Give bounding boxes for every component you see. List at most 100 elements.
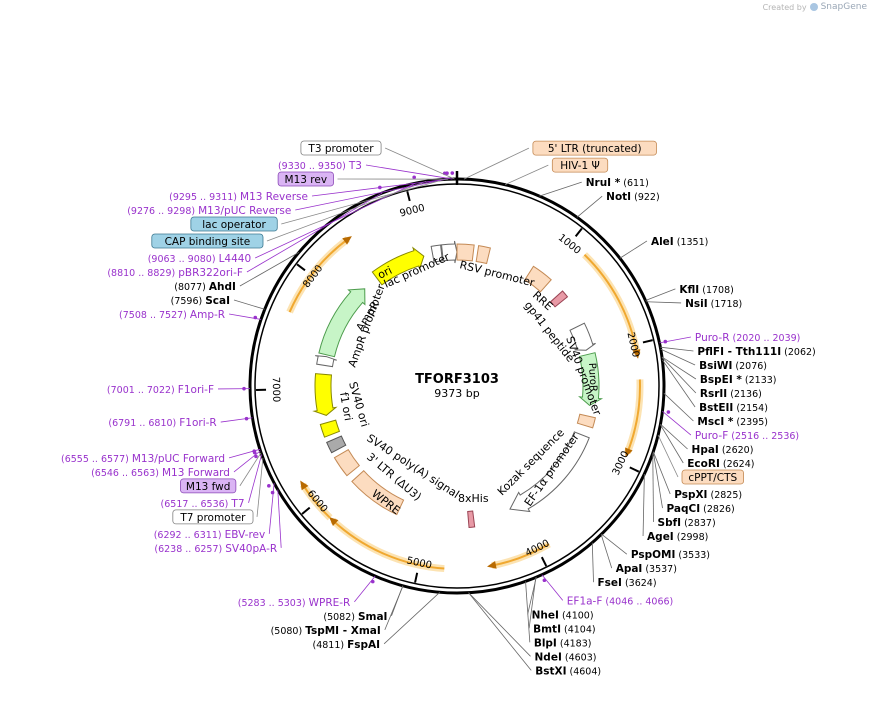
site-pbr322ori-f[interactable]: (8810 .. 8829) pBR322ori-F bbox=[107, 267, 243, 279]
site-hpai[interactable]: HpaI (2620) bbox=[692, 444, 754, 456]
site-tspmi-xmai[interactable]: (5080) TspMI - XmaI bbox=[271, 625, 381, 637]
feature-label-box bbox=[532, 140, 657, 156]
enzyme-label: HpaI (2620) bbox=[692, 444, 754, 456]
site-leader bbox=[266, 180, 427, 242]
feature-label-text: T3 promoter bbox=[307, 143, 374, 155]
site-leader bbox=[591, 542, 594, 583]
site-cppt-cts[interactable]: cPPT/CTS bbox=[681, 469, 744, 485]
site-nsii[interactable]: NsiI (1718) bbox=[685, 298, 742, 310]
site-alei[interactable]: AleI (1351) bbox=[651, 236, 708, 248]
site-pspxi[interactable]: PspXI (2825) bbox=[674, 489, 742, 501]
site-bstxi[interactable]: BstXI (4604) bbox=[535, 665, 601, 677]
enzyme-label: PspXI (2825) bbox=[674, 489, 742, 501]
primer-position: (6517 .. 6536) bbox=[161, 499, 232, 510]
feature-layer bbox=[312, 240, 604, 529]
primer-position: (9295 .. 9311) bbox=[169, 192, 240, 203]
site-f1ori-f[interactable]: (7001 .. 7022) F1ori-F bbox=[107, 384, 214, 396]
tick-label: 9000 bbox=[399, 203, 426, 220]
feature-gp41-peptide bbox=[549, 290, 569, 308]
site-t3[interactable]: (9330 .. 9350) T3 bbox=[278, 160, 362, 172]
site-leader bbox=[383, 591, 441, 645]
enzyme-position: (611) bbox=[620, 178, 649, 189]
site-msci[interactable]: MscI * (2395) bbox=[697, 416, 768, 428]
site-rsrii[interactable]: RsrII (2136) bbox=[700, 388, 762, 400]
enzyme-label: PspOMI (3533) bbox=[631, 549, 710, 561]
site-wpre-r[interactable]: (5283 .. 5303) WPRE-R bbox=[238, 597, 351, 609]
site-nhei[interactable]: NheI (4100) bbox=[532, 609, 594, 621]
tick-mark bbox=[406, 191, 411, 202]
site-blpi[interactable]: BlpI (4183) bbox=[534, 637, 592, 649]
site-pflfi-tth111i[interactable]: PflFI - Tth111I (2062) bbox=[697, 346, 815, 358]
site-leader bbox=[295, 178, 446, 211]
enzyme-position: (4603) bbox=[562, 652, 597, 663]
site-bspei[interactable]: BspEI * (2133) bbox=[700, 374, 777, 386]
site-lac-operator[interactable]: lac operator bbox=[190, 216, 278, 232]
site-pspomi[interactable]: PspOMI (3533) bbox=[631, 549, 710, 561]
tick-label: 7000 bbox=[270, 377, 282, 403]
site-m13-fwd[interactable]: M13 fwd bbox=[180, 478, 237, 494]
tick-mark bbox=[414, 572, 419, 583]
site-leader bbox=[619, 240, 648, 259]
site-bsiwi[interactable]: BsiWI (2076) bbox=[699, 360, 767, 372]
site-leader bbox=[645, 288, 676, 301]
site-ndei[interactable]: NdeI (4603) bbox=[535, 651, 597, 663]
site-paqci[interactable]: PaqCI (2826) bbox=[667, 503, 735, 515]
site-ahdi[interactable]: (8077) AhdI bbox=[174, 281, 236, 293]
site-ecori[interactable]: EcoRI (2624) bbox=[687, 458, 754, 470]
site-cap-binding-site[interactable]: CAP binding site bbox=[151, 233, 264, 249]
site-agei[interactable]: AgeI (2998) bbox=[647, 531, 708, 543]
primer-name: Puro-F bbox=[695, 430, 728, 442]
site-smai[interactable]: (5082) SmaI bbox=[323, 611, 387, 623]
site-leader bbox=[660, 423, 688, 450]
site-apai[interactable]: ApaI (3537) bbox=[616, 563, 677, 575]
feature-label-text: cPPT/CTS bbox=[688, 472, 737, 484]
site-m13-puc-forward[interactable]: (6555 .. 6577) M13/pUC Forward bbox=[61, 453, 225, 465]
site-nrui[interactable]: NruI * (611) bbox=[586, 177, 649, 189]
primer-mark bbox=[666, 410, 671, 414]
site-sbfi[interactable]: SbfI (2837) bbox=[658, 517, 716, 529]
site-hiv-1[interactable]: HIV-1 Ψ bbox=[551, 157, 609, 173]
enzyme-name: BstXI bbox=[535, 665, 566, 677]
site-amp-r[interactable]: (7508 .. 7527) Amp-R bbox=[119, 309, 225, 321]
enzyme-position: (3624) bbox=[622, 578, 657, 589]
enzyme-label: SbfI (2837) bbox=[658, 517, 716, 529]
site-fsei[interactable]: FseI (3624) bbox=[598, 577, 657, 589]
feature-label-text: lac operator bbox=[202, 219, 266, 231]
primer-mark bbox=[450, 171, 455, 175]
site-scai[interactable]: (7596) ScaI bbox=[171, 295, 230, 307]
site-m13-rev[interactable]: M13 rev bbox=[277, 171, 334, 187]
primer-mark bbox=[267, 484, 271, 488]
site-kfli[interactable]: KflI (1708) bbox=[679, 284, 733, 296]
primer-position: (6546 .. 6563) bbox=[91, 468, 162, 479]
site-m13-forward[interactable]: (6546 .. 6563) M13 Forward bbox=[91, 467, 230, 479]
site-puro-r[interactable]: Puro-R (2020 .. 2039) bbox=[695, 332, 800, 344]
site-noti[interactable]: NotI (922) bbox=[606, 191, 660, 203]
site-leader bbox=[600, 534, 613, 569]
site-ef1a-f[interactable]: EF1a-F (4046 .. 4066) bbox=[567, 595, 674, 607]
site-t3-promoter[interactable]: T3 promoter bbox=[300, 140, 382, 156]
site-leader bbox=[660, 424, 684, 464]
site-bmti[interactable]: BmtI (4104) bbox=[533, 623, 595, 635]
feature-label-text: T7 promoter bbox=[179, 512, 246, 524]
enzyme-name: BlpI bbox=[534, 637, 557, 649]
enzyme-position: (7596) bbox=[171, 296, 206, 307]
site-bsteii[interactable]: BstEII (2154) bbox=[699, 402, 768, 414]
enzyme-label: KflI (1708) bbox=[679, 284, 733, 296]
site-m13-puc-reverse[interactable]: (9276 .. 9298) M13/pUC Reverse bbox=[127, 205, 291, 217]
site-puro-f[interactable]: Puro-F (2516 .. 2536) bbox=[695, 430, 799, 442]
site-fspai[interactable]: (4811) FspAI bbox=[313, 639, 381, 651]
site-l4440[interactable]: (9063 .. 9080) L4440 bbox=[148, 253, 251, 265]
enzyme-label: (8077) AhdI bbox=[174, 281, 236, 293]
site-sv40pa-r[interactable]: (6238 .. 6257) SV40pA-R bbox=[154, 543, 277, 555]
primer-name: pBR322ori-F bbox=[178, 267, 243, 279]
site-f1ori-r[interactable]: (6791 .. 6810) F1ori-R bbox=[108, 417, 216, 429]
site-5-ltr-truncated[interactable]: 5' LTR (truncated) bbox=[532, 140, 657, 156]
site-leader bbox=[652, 453, 654, 523]
tick-label: 5000 bbox=[406, 555, 433, 571]
orf-arrowhead bbox=[487, 560, 497, 569]
site-m13-reverse[interactable]: (9295 .. 9311) M13 Reverse bbox=[169, 191, 308, 203]
site-t7-promoter[interactable]: T7 promoter bbox=[172, 509, 254, 525]
site-t7[interactable]: (6517 .. 6536) T7 bbox=[161, 498, 245, 510]
site-ebv-rev[interactable]: (6292 .. 6311) EBV-rev bbox=[154, 529, 266, 541]
